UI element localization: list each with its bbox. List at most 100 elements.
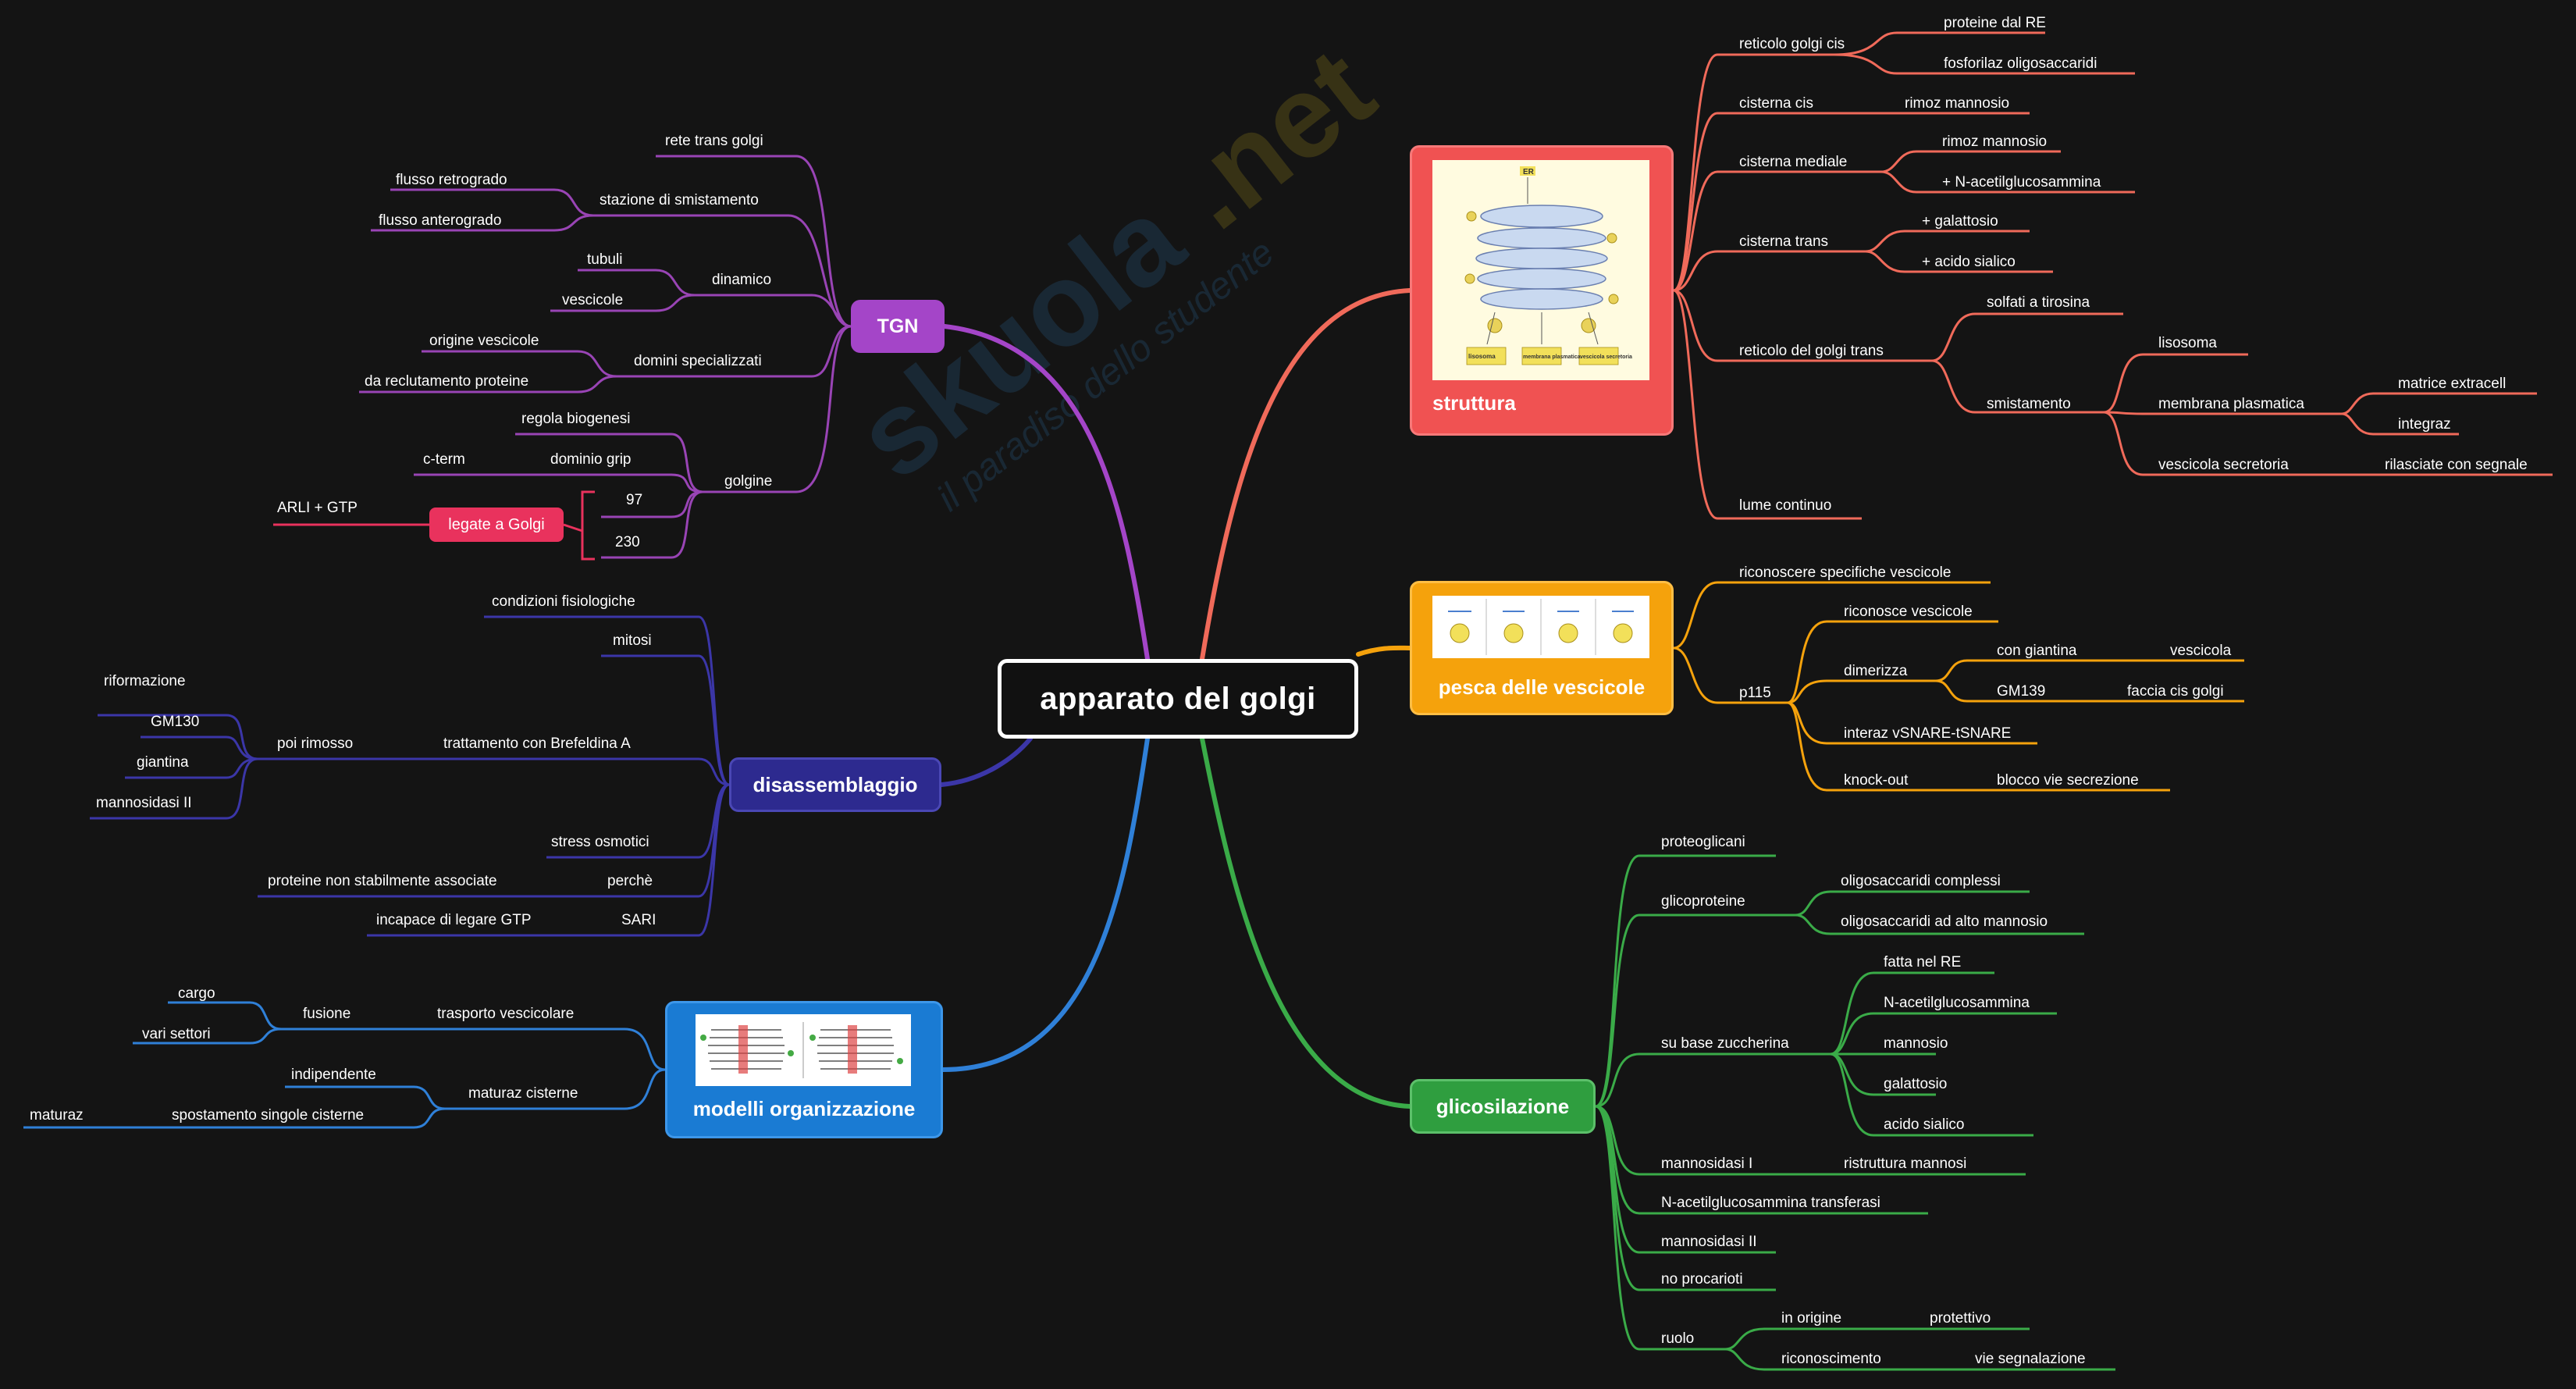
gli-mannosidasi1: mannosidasi I: [1661, 1156, 1752, 1172]
node-struttura[interactable]: ER lisosoma membrana plasmatica vesc: [1410, 145, 1674, 436]
tgn-230: 230: [615, 534, 640, 550]
tgn-arl: ARLI + GTP: [277, 500, 358, 516]
str-lume: lume continuo: [1739, 497, 1831, 514]
gli-mannosio: mannosio: [1884, 1035, 1948, 1052]
str-solfati: solfati a tirosina: [1987, 294, 2090, 311]
str-reticolo-cis: reticolo golgi cis: [1739, 36, 1845, 52]
str-lisosoma: lisosoma: [2158, 335, 2217, 351]
gli-subtopics: proteoglicani glicoproteine oligosaccari…: [1661, 834, 2086, 1367]
tgn-subtopics: rete trans golgi stazione di smistamento…: [277, 133, 772, 550]
pes-riconosce: riconosce vescicole: [1844, 604, 1973, 620]
node-glicosilazione[interactable]: glicosilazione: [1410, 1079, 1596, 1134]
gli-protettivo: protettivo: [1930, 1310, 1991, 1327]
pes-gm139: GM139: [1997, 683, 2045, 700]
str-nacetil: + N-acetilglucosammina: [1942, 174, 2101, 191]
modelli-diagram-image: [696, 1014, 911, 1086]
node-pesca[interactable]: pesca delle vescicole: [1410, 581, 1674, 715]
mod-fusione: fusione: [303, 1006, 350, 1022]
dis-perche: perchè: [607, 873, 653, 889]
pes-dimerizza: dimerizza: [1844, 663, 1908, 679]
tgn-flusso-antero: flusso anterogrado: [379, 212, 501, 229]
struttura-figure: ER lisosoma membrana plasmatica vesc: [1432, 160, 1649, 380]
dis-condizioni: condizioni fisiologiche: [492, 593, 635, 610]
dis-incapace: incapace di legare GTP: [376, 912, 532, 928]
str-matrice: matrice extracell: [2398, 376, 2506, 392]
gli-nacetil: N-acetilglucosammina: [1884, 995, 2030, 1011]
watermark: skuola .net il paradiso dello studente: [832, 22, 1397, 519]
str-rilasciate: rilasciate con segnale: [2385, 457, 2528, 473]
dis-proteine: proteine non stabilmente associate: [268, 873, 497, 889]
tgn-rete: rete trans golgi: [665, 133, 763, 149]
fig-membrana: membrana plasmatica: [1523, 354, 1581, 360]
node-disassemblaggio[interactable]: disassemblaggio: [729, 757, 941, 812]
gli-vie: vie segnalazione: [1975, 1351, 2086, 1367]
modelli-label: modelli organizzazione: [692, 1097, 916, 1120]
pes-interaz: interaz vSNARE-tSNARE: [1844, 725, 2011, 742]
str-reticolo-trans: reticolo del golgi trans: [1739, 343, 1884, 359]
str-subtopics: reticolo golgi cis proteine dal RE fosfo…: [1739, 15, 2528, 514]
tgn-dominio-grip: dominio grip: [550, 451, 632, 468]
mod-indipendente: indipendente: [291, 1067, 376, 1083]
dis-mitosi: mitosi: [613, 632, 652, 649]
gli-ristruttura: ristruttura mannosi: [1844, 1156, 1966, 1172]
fig-lisosoma: lisosoma: [1468, 353, 1496, 360]
mod-subtopics: trasporto vescicolare fusione cargo vari…: [30, 985, 578, 1124]
gli-transferasi: N-acetilglucosammina transferasi: [1661, 1195, 1880, 1211]
gli-oligo-alto: oligosaccaridi ad alto mannosio: [1841, 914, 2048, 930]
dis-trattamento: trattamento con Brefeldina A: [443, 735, 631, 752]
modelli-figure: [696, 1014, 911, 1086]
gli-galattosio: galattosio: [1884, 1076, 1947, 1092]
dis-label: disassemblaggio: [753, 772, 918, 796]
str-cisterna-trans: cisterna trans: [1739, 233, 1828, 250]
dis-subtopics: condizioni fisiologiche mitosi trattamen…: [96, 593, 656, 928]
pesca-diagram-image: [1432, 596, 1649, 658]
dis-stress: stress osmotici: [551, 834, 649, 850]
struttura-label: struttura: [1432, 391, 1516, 415]
str-cisterna-cis: cisterna cis: [1739, 95, 1813, 112]
str-rimoz2: rimoz mannosio: [1942, 134, 2047, 150]
str-fosforilaz: fosforilaz oligosaccaridi: [1944, 55, 2097, 72]
tgn-golgine: golgine: [724, 473, 772, 490]
gli-procarioti: no procarioti: [1661, 1271, 1743, 1287]
pes-con-giantina: con giantina: [1997, 643, 2077, 659]
gli-oligo-compl: oligosaccaridi complessi: [1841, 873, 2001, 889]
tgn-label: TGN: [877, 315, 919, 337]
dis-riformazione: riformazione: [104, 673, 186, 689]
mod-cargo: cargo: [178, 985, 215, 1002]
gli-label: glicosilazione: [1436, 1094, 1570, 1118]
str-galattosio: + galattosio: [1922, 213, 1998, 230]
svg-text:.net: .net: [1152, 22, 1397, 254]
str-integraz: integraz: [2398, 416, 2451, 433]
central-topic[interactable]: apparato del golgi: [998, 659, 1358, 739]
str-acido: + acido sialico: [1922, 254, 2016, 270]
node-modelli[interactable]: modelli organizzazione: [665, 1001, 943, 1138]
fig-er: ER: [1523, 168, 1535, 176]
tgn-regola: regola biogenesi: [521, 411, 630, 427]
mod-spostamento: spostamento singole cisterne: [172, 1107, 364, 1124]
str-cisterna-mediale: cisterna mediale: [1739, 154, 1847, 170]
gli-ruolo: ruolo: [1661, 1330, 1694, 1347]
gli-fatta: fatta nel RE: [1884, 954, 1961, 971]
pesca-label: pesca delle vescicole: [1438, 675, 1646, 699]
gli-acido: acido sialico: [1884, 1117, 1965, 1133]
dis-mannosidasi: mannosidasi II: [96, 795, 192, 811]
node-tgn[interactable]: TGN: [851, 300, 945, 353]
pes-knock: knock-out: [1844, 772, 1909, 789]
pes-p115: p115: [1739, 685, 1771, 701]
central-label: apparato del golgi: [1040, 681, 1316, 716]
tgn-vescicole: vescicole: [562, 292, 623, 308]
gli-riconoscimento: riconoscimento: [1781, 1351, 1881, 1367]
tgn-reclutamento: da reclutamento proteine: [365, 373, 528, 390]
gli-glicoproteine: glicoproteine: [1661, 893, 1745, 910]
fig-vescicola: vescicola secretoria: [1580, 354, 1632, 360]
mod-maturaz: maturaz cisterne: [468, 1085, 578, 1102]
gli-proteoglicani: proteoglicani: [1661, 834, 1745, 850]
gli-origine: in origine: [1781, 1310, 1841, 1327]
tgn-97: 97: [626, 492, 642, 508]
dis-gm130: GM130: [151, 714, 199, 730]
mod-trasporto: trasporto vescicolare: [437, 1006, 574, 1022]
pes-vescicola: vescicola: [2170, 643, 2232, 659]
gli-mannosidasi2: mannosidasi II: [1661, 1234, 1757, 1250]
node-legate-golgi[interactable]: legate a Golgi: [429, 508, 564, 542]
